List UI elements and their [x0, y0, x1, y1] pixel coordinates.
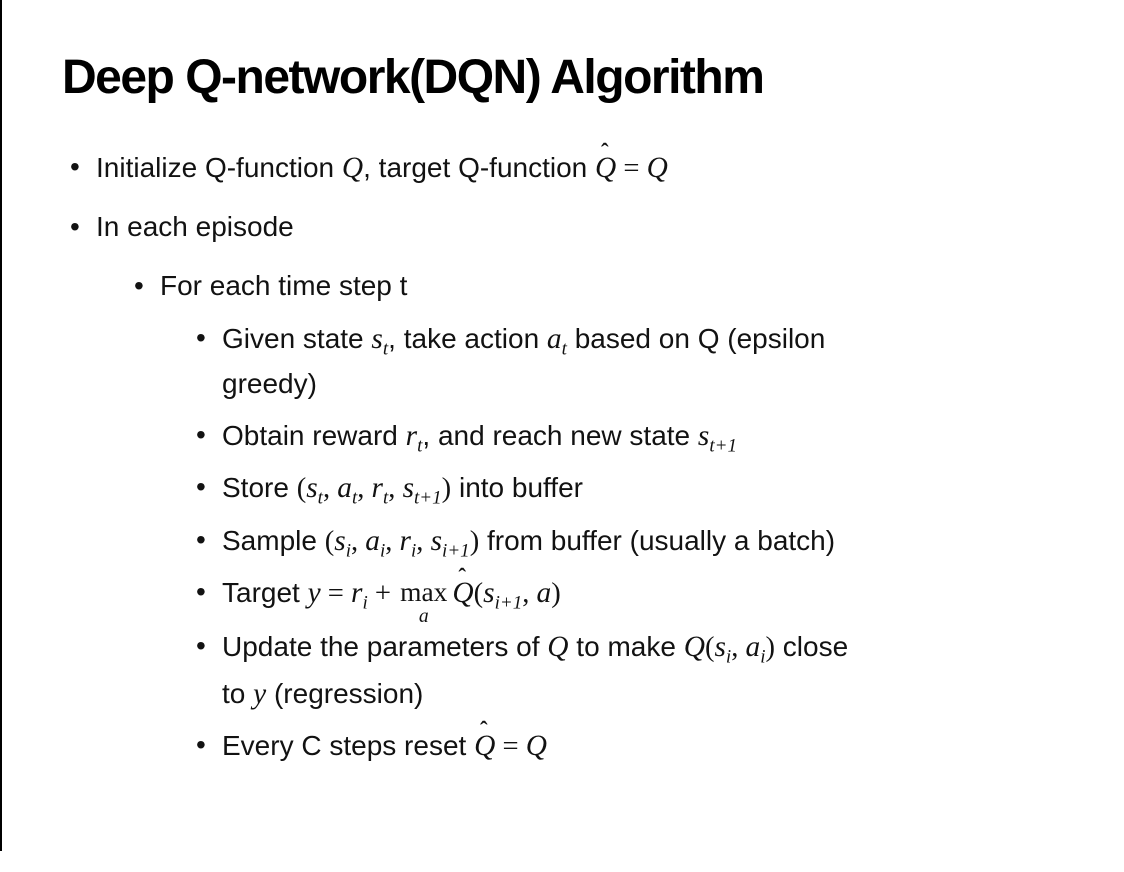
bullet-list: • Initialize Q-function Q, target Q-funct…: [62, 139, 1096, 769]
bullet-text: In each episode: [96, 211, 294, 243]
bullet-item: • Update the parameters of Q to make Q(si…: [62, 624, 1096, 717]
bullet-marker: •: [70, 151, 80, 182]
slide: Deep Q-network(DQN) Algorithm • Initializ…: [62, 51, 1096, 769]
bullet-item: • Store (st, at, rt, st+1) into buffer: [62, 465, 1096, 511]
bullet-item: • For each time step t: [62, 264, 1096, 308]
bullet-item: • Obtain reward rt, and reach new state s…: [62, 413, 1096, 459]
video-frame-left-border: [0, 0, 2, 851]
hat-accent: ˆ: [600, 139, 609, 165]
bullet-item: • Sample (si, ai, ri, si+1) from buffer (…: [62, 518, 1096, 564]
bullet-text: Update the parameters of Q to make Q(si,…: [222, 631, 849, 710]
bullet-item: • Given state st, take action at based on…: [62, 316, 1096, 407]
bullet-marker: •: [196, 729, 206, 760]
bullet-text: Store (st, at, rt, st+1) into buffer: [222, 472, 583, 509]
bullet-marker: •: [70, 211, 80, 243]
bullet-text: For each time step t: [160, 269, 408, 301]
bullet-item: • Initialize Q-function Q, target Q-funct…: [62, 139, 1096, 191]
hat-accent: ˆ: [480, 717, 488, 743]
bullet-text: Given state st, take action at based on …: [222, 322, 826, 400]
bullet-marker: •: [196, 471, 206, 503]
bullet-marker: •: [196, 418, 206, 450]
bullet-marker: •: [134, 269, 144, 301]
bullet-text: Initialize Q-function Q, target Q-functi…: [96, 139, 1096, 191]
page-title: Deep Q-network(DQN) Algorithm: [62, 51, 765, 104]
bullet-text: Sample (si, ai, ri, si+1) from buffer (u…: [222, 524, 836, 562]
bullet-marker: •: [196, 523, 206, 555]
bullet-text: Obtain reward rt, and reach new state st…: [222, 419, 738, 457]
bullet-marker: •: [196, 321, 206, 353]
bullet-marker: •: [196, 575, 206, 607]
bullet-marker: •: [196, 630, 206, 662]
bullet-item: • In each episode: [62, 205, 1096, 249]
hat-accent: ˆ: [458, 564, 466, 590]
